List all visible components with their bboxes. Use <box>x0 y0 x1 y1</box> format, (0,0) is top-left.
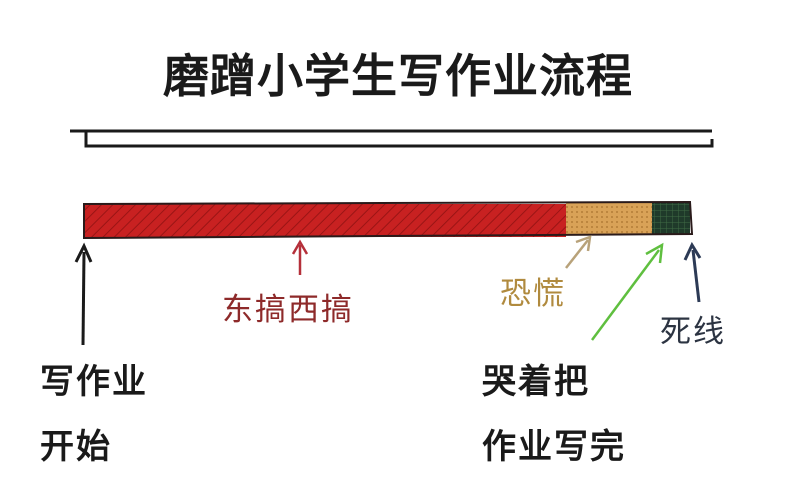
arrow-finish <box>590 242 664 341</box>
progress-bar <box>83 200 694 240</box>
arrow-start <box>74 242 93 346</box>
arrow-deadline <box>683 241 702 303</box>
start-label-line2: 开始 <box>40 427 112 467</box>
end-label-line2: 作业写完 <box>482 427 626 467</box>
label-dawdle: 东搞西搞 <box>222 292 354 328</box>
title-underline <box>70 129 714 148</box>
end-label-line1: 哭着把 <box>482 362 590 402</box>
arrow-panic <box>565 235 592 269</box>
start-label-line1: 写作业 <box>40 362 148 402</box>
bar-segment-panic <box>566 203 652 235</box>
bar-segment-deadline <box>652 203 690 234</box>
bar-segment-dawdle <box>84 204 566 237</box>
arrow-dawdle <box>291 239 309 275</box>
diagram-title: 磨蹭小学生写作业流程 <box>163 49 633 103</box>
label-deadline: 死线 <box>660 314 726 350</box>
label-panic: 恐慌 <box>500 276 566 312</box>
